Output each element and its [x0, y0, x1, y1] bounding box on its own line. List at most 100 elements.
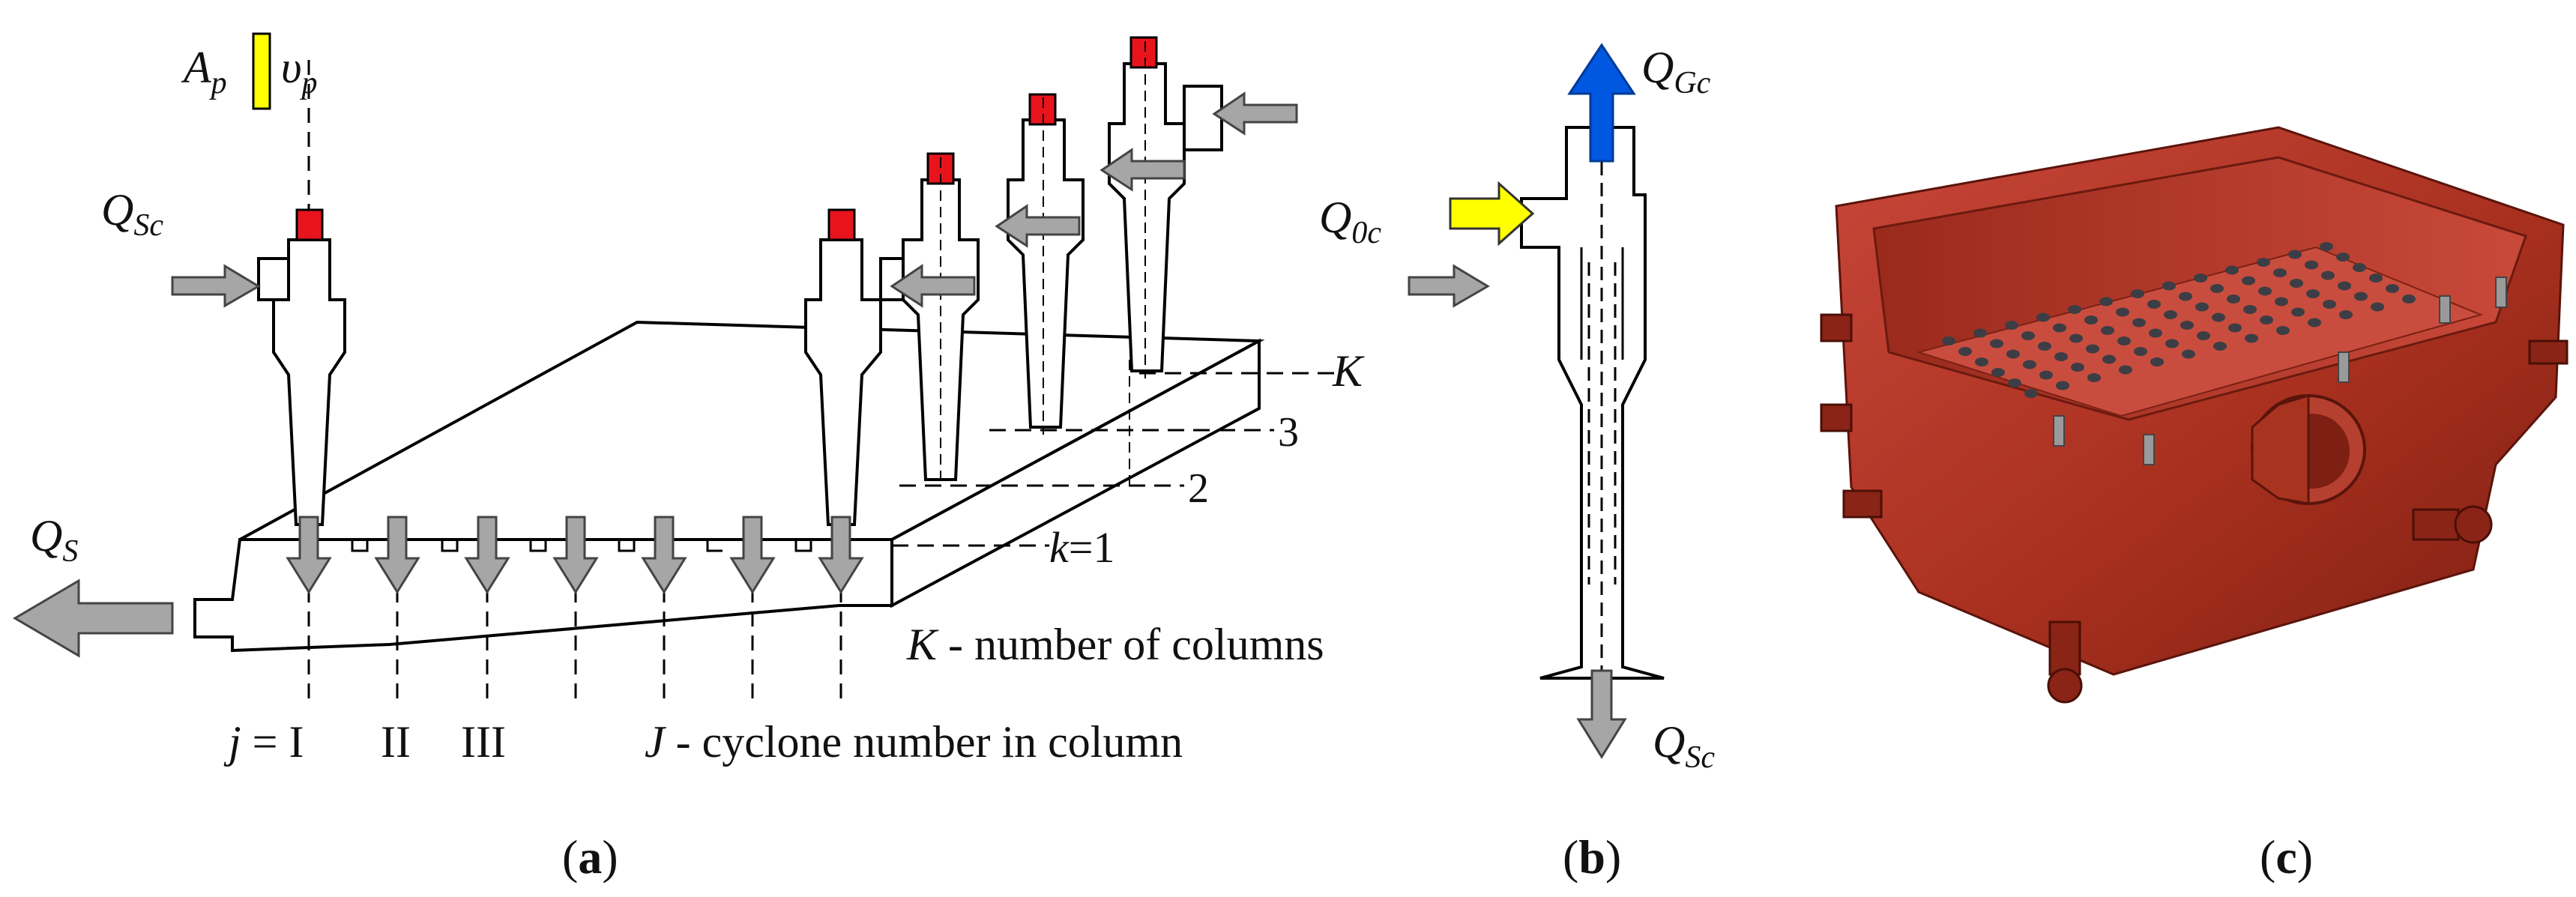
outlet-pipe-body — [2251, 393, 2310, 505]
cyclone-row-k2 — [1007, 118, 1085, 429]
plate-hole — [2290, 279, 2303, 288]
plate-hole — [2276, 326, 2290, 335]
caption-b: (b) — [1563, 830, 1621, 884]
plate-hole — [2323, 300, 2336, 309]
arrow-inlet-k3a — [1100, 148, 1186, 192]
single-cyclone-axes — [1587, 120, 1617, 674]
perforated-plate — [1916, 246, 2484, 417]
arrow-QSc — [171, 264, 261, 308]
plate-hole — [2036, 312, 2050, 322]
plate-hole — [2087, 373, 2101, 382]
arrow-QSc-down — [1576, 669, 1627, 759]
cyclone-axes — [940, 41, 1146, 487]
plate-hole — [2321, 271, 2335, 280]
plate-hole — [2354, 292, 2368, 301]
plate-hole — [2210, 284, 2224, 293]
column-guide-lines — [892, 372, 1342, 547]
cyclone-k3-cap — [1129, 36, 1158, 69]
plate-hole — [2021, 331, 2035, 340]
plate-hole — [2071, 363, 2084, 372]
plate-holes — [1942, 242, 2416, 398]
arrow-QGc-up — [1567, 43, 1636, 163]
plate-hole — [2038, 342, 2051, 351]
plate-hole — [2180, 321, 2194, 330]
plate-hole — [2086, 344, 2099, 354]
label-k1: k=1 — [1049, 523, 1114, 572]
plate-hole — [2291, 307, 2305, 317]
plate-hole — [2260, 315, 2273, 324]
feed-rod-Ap-vp — [252, 32, 271, 110]
plate-hole — [2320, 242, 2333, 251]
label-Ap: Ap — [181, 43, 227, 100]
plate-hole — [2134, 347, 2147, 356]
panel-b-diagram — [1520, 120, 1665, 680]
plate-hole — [2371, 302, 2384, 312]
plate-hole — [1973, 328, 1987, 338]
caption-c: (c) — [2260, 830, 2313, 884]
label-roman-II: II — [381, 717, 411, 767]
plate-hole — [2369, 274, 2383, 283]
plate-hole — [1991, 368, 2005, 377]
plate-hole — [2227, 295, 2240, 303]
plate-hole — [2147, 300, 2161, 309]
plate-hole — [2102, 354, 2116, 364]
plate-hole — [2117, 336, 2131, 345]
cyclone-row-k3 — [1108, 62, 1223, 372]
arrow-Q0c-in — [1449, 181, 1535, 247]
plate-hole — [1942, 336, 1955, 345]
label-row-2: 2 — [1188, 465, 1209, 512]
plate-hole — [2225, 265, 2239, 275]
label-vp: υp — [281, 43, 318, 100]
plate-hole — [2039, 370, 2053, 380]
plate-hole — [2288, 250, 2302, 259]
plate-hole — [2228, 323, 2242, 333]
label-K-column: K — [1332, 346, 1365, 396]
plate-hole — [2149, 328, 2162, 338]
arrow-second-inlet — [1408, 264, 1490, 308]
plate-hole — [2164, 310, 2177, 319]
plate-hole — [1958, 347, 1972, 356]
hopper-notches — [351, 540, 812, 552]
plate-hole — [2306, 289, 2320, 298]
plate-hole — [2054, 352, 2068, 361]
plate-hole — [2069, 333, 2083, 343]
single-cyclone-body — [1520, 126, 1665, 680]
arrow-inlet-k2 — [995, 204, 1081, 248]
label-Q0c: Q0c — [1319, 193, 1381, 250]
plate-hole — [2213, 342, 2227, 351]
plate-hole — [2023, 360, 2036, 369]
hopper-arrows — [286, 516, 864, 594]
arrow-inlet-k3b — [1212, 91, 1298, 136]
plate-hole — [2308, 318, 2321, 327]
plate-hole — [2212, 312, 2225, 322]
label-row-3: 3 — [1278, 409, 1299, 456]
plate-hole — [2336, 253, 2350, 262]
cyclone-left — [257, 238, 346, 526]
label-QGc: QGc — [1641, 43, 1711, 100]
plate-hole — [2008, 378, 2021, 387]
plate-hole — [2194, 274, 2207, 283]
label-roman-III: III — [461, 717, 506, 767]
arrow-inlet-k1 — [890, 264, 976, 308]
plate-hole — [2273, 268, 2287, 277]
plate-hole — [2257, 258, 2270, 267]
plate-hole — [2099, 297, 2113, 306]
plate-hole — [2275, 297, 2288, 306]
plate-hole — [2195, 302, 2209, 312]
box-latches — [2053, 277, 2507, 465]
panel-b-arrows — [1408, 43, 1636, 759]
plate-hole — [2245, 333, 2258, 343]
box-feet — [1820, 313, 2569, 704]
plate-hole — [2116, 307, 2129, 317]
plate-hole — [2179, 292, 2192, 301]
label-QS: QS — [30, 511, 78, 569]
plate-hole — [1990, 339, 2003, 348]
label-j-I: j = I — [223, 717, 304, 767]
plate-hole — [2101, 326, 2114, 335]
cyclone-front-right-cap — [827, 208, 856, 241]
panel-b-labels: QGc Q0c QSc (b) — [1319, 43, 1715, 884]
cyclone-left-cap — [295, 208, 324, 241]
collector-right-face — [890, 338, 1261, 608]
cyclone-front-right — [804, 238, 905, 526]
